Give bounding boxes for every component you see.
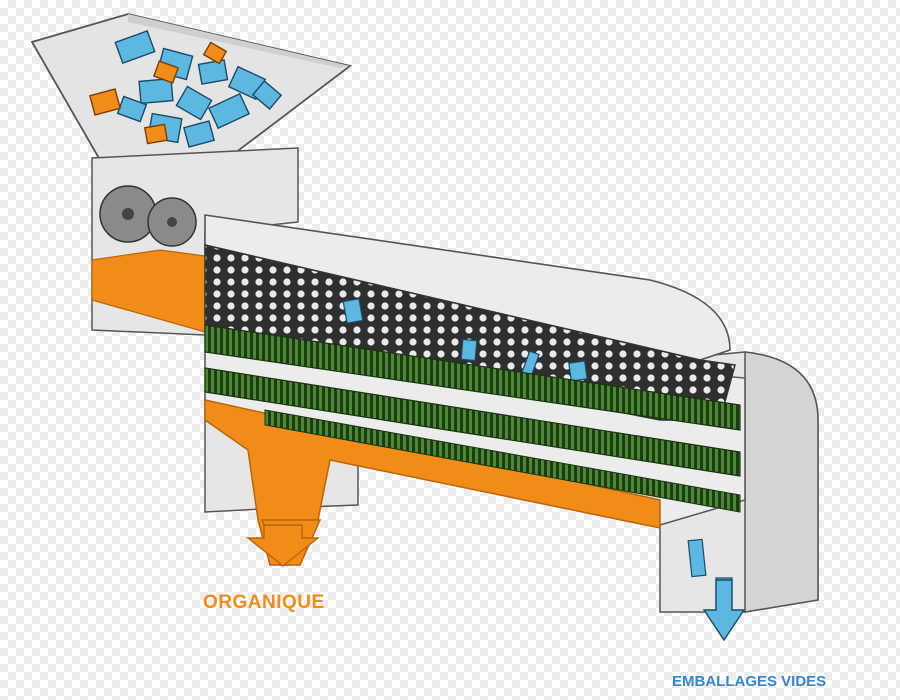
organic-output-label: ORGANIQUE [203,592,325,613]
drum-cover [204,214,731,361]
packaging-fragments [342,298,733,613]
organic-boxes [88,41,228,145]
shredder-discs [99,185,197,247]
organic-outlet-arrow [246,524,320,567]
upper-brush [204,324,741,431]
underside-brush [264,409,741,513]
lower-brush [204,367,741,477]
packaging-outlet-arrow [702,579,746,642]
empty-packaging-output-label: EMBALLAGES VIDES [672,673,827,690]
